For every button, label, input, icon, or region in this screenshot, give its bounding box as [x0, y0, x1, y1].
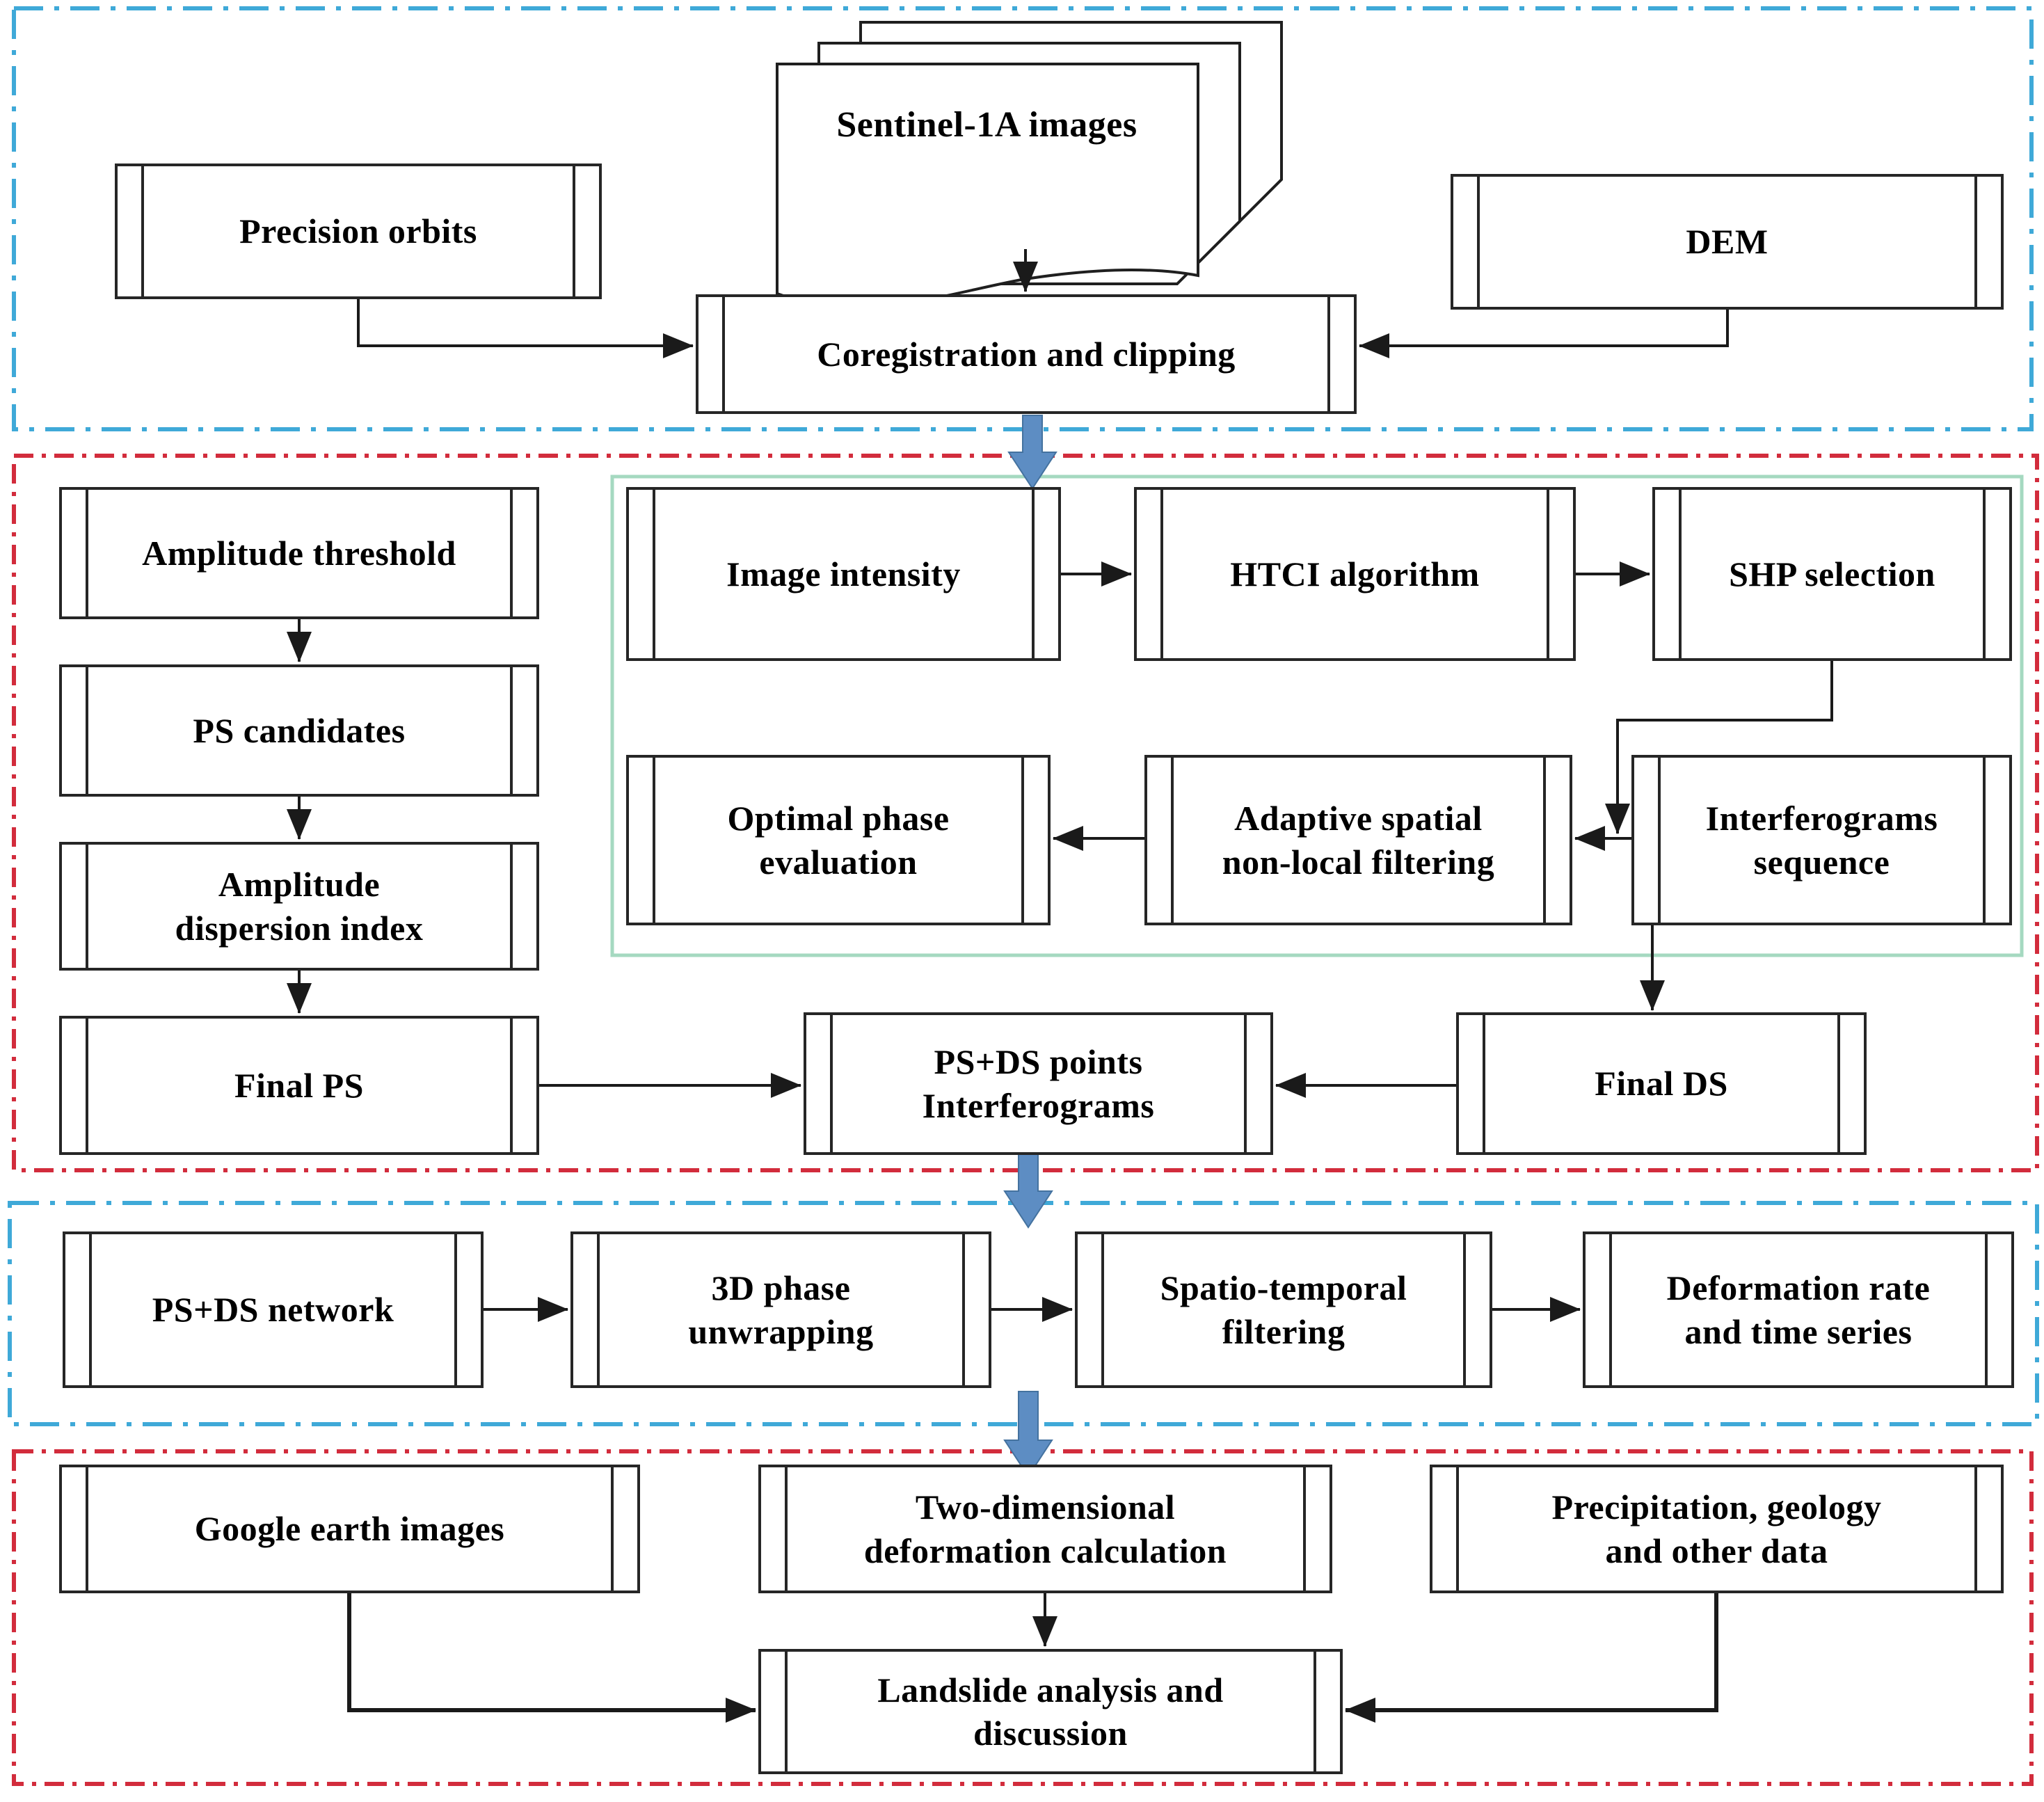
node-coregistration-and-clipping: Coregistration and clipping: [696, 294, 1357, 414]
node-label-shp-selection: SHP selection: [1729, 554, 1935, 593]
node-label-coregistration-and-clipping: Coregistration and clipping: [817, 334, 1236, 374]
node-label-dem: DEM: [1686, 222, 1768, 262]
node-final-ps: Final PS: [59, 1016, 539, 1155]
node-landslide-analysis-and-discussion: Landslide analysis and discussion: [758, 1649, 1343, 1774]
node-label-amplitude-dispersion-index: Amplitude dispersion index: [175, 865, 424, 948]
node-label-final-ds: Final DS: [1595, 1064, 1728, 1103]
node-label-3d-phase-unwrapping: 3D phase unwrapping: [688, 1268, 874, 1351]
node-spatio-temporal-filtering: Spatio-temporal filtering: [1075, 1231, 1492, 1388]
node-optimal-phase-evaluation: Optimal phase evaluation: [626, 755, 1051, 925]
node-label-deformation-rate-and-time-series: Deformation rate and time series: [1666, 1268, 1931, 1351]
node-3d-phase-unwrapping: 3D phase unwrapping: [570, 1231, 991, 1388]
node-label-interferograms-sequence: Interferograms sequence: [1705, 799, 1938, 882]
connector-shp-to-interferograms-sequence: [1605, 661, 1833, 834]
node-label-ps-ds-network: PS+DS network: [152, 1290, 394, 1330]
node-label-ps-candidates: PS candidates: [193, 710, 406, 750]
connector-google-earth-to-landslide: [347, 1593, 756, 1723]
node-label-amplitude-threshold: Amplitude threshold: [142, 533, 456, 573]
block-arrow-section2-to-section3: [1003, 1149, 1053, 1229]
node-label-spatio-temporal-filtering: Spatio-temporal filtering: [1160, 1268, 1407, 1351]
node-label-adaptive-spatial-non-local-filtering: Adaptive spatial non-local filtering: [1222, 799, 1495, 882]
connector-dem-to-coregistration: [1359, 310, 1729, 358]
connector-precipitation-to-landslide: [1345, 1593, 1718, 1723]
node-label-google-earth-images: Google earth images: [194, 1509, 505, 1549]
node-label-image-intensity: Image intensity: [726, 554, 961, 593]
green-group-border: [610, 475, 2024, 957]
node-ps-ds-points-interferograms: PS+DS points Interferograms: [804, 1012, 1273, 1155]
node-label-precipitation-geology-and-other-data: Precipitation, geology and other data: [1551, 1488, 1882, 1570]
node-precipitation-geology-and-other-data: Precipitation, geology and other data: [1430, 1465, 2004, 1593]
node-final-ds: Final DS: [1456, 1012, 1867, 1155]
node-google-earth-images: Google earth images: [59, 1465, 640, 1593]
node-sentinel-1a-images: Sentinel-1A images: [776, 64, 1198, 186]
node-label-htci-algorithm: HTCI algorithm: [1230, 554, 1480, 593]
node-ps-candidates: PS candidates: [59, 664, 539, 797]
node-two-dimensional-deformation-calculation: Two-dimensional deformation calculation: [758, 1465, 1332, 1593]
node-interferograms-sequence: Interferograms sequence: [1631, 755, 2012, 925]
node-label-final-ps: Final PS: [234, 1065, 364, 1105]
node-label-precision-orbits: Precision orbits: [239, 212, 477, 251]
node-label-optimal-phase-evaluation: Optimal phase evaluation: [727, 799, 950, 882]
connector-precision-orbits-to-coregistration: [357, 299, 694, 358]
node-label-ps-ds-points-interferograms: PS+DS points Interferograms: [922, 1042, 1155, 1125]
node-adaptive-spatial-non-local-filtering: Adaptive spatial non-local filtering: [1144, 755, 1572, 925]
node-label-two-dimensional-deformation-calculation: Two-dimensional deformation calculation: [863, 1488, 1227, 1570]
node-ps-ds-network: PS+DS network: [63, 1231, 484, 1388]
node-precision-orbits: Precision orbits: [115, 164, 602, 299]
node-deformation-rate-and-time-series: Deformation rate and time series: [1583, 1231, 2014, 1388]
node-shp-selection: SHP selection: [1652, 487, 2012, 661]
node-amplitude-dispersion-index: Amplitude dispersion index: [59, 842, 539, 971]
node-label-sentinel-1a-images: Sentinel-1A images: [836, 105, 1137, 145]
node-dem: DEM: [1451, 174, 2004, 310]
block-arrow-section3-to-section4: [1003, 1391, 1053, 1478]
node-amplitude-threshold: Amplitude threshold: [59, 487, 539, 619]
block-arrow-section1-to-section2: [1007, 415, 1057, 490]
node-image-intensity: Image intensity: [626, 487, 1061, 661]
node-htci-algorithm: HTCI algorithm: [1134, 487, 1576, 661]
node-label-landslide-analysis-and-discussion: Landslide analysis and discussion: [877, 1670, 1224, 1753]
